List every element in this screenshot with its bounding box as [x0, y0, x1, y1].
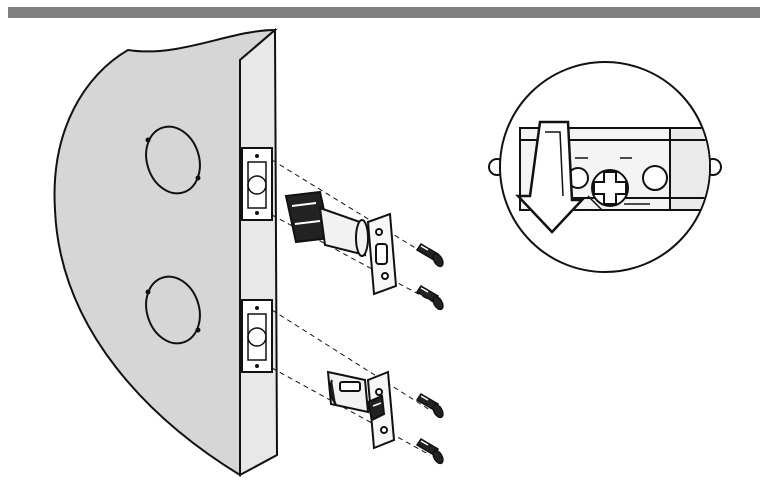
detail-callout — [488, 61, 722, 273]
upper-bore-hole — [145, 125, 201, 195]
door — [53, 27, 279, 477]
door-edge — [239, 27, 279, 477]
header-bar — [8, 7, 760, 18]
mounting-screws — [415, 242, 444, 465]
lower-bore-hole — [145, 275, 201, 345]
screw — [415, 284, 444, 311]
upper-edge-mortise — [241, 147, 273, 221]
spring-latch — [326, 370, 396, 450]
lower-edge-mortise — [241, 299, 273, 373]
screw — [415, 392, 444, 419]
deadbolt-latch — [284, 190, 398, 296]
door-face — [53, 28, 278, 477]
screw — [415, 437, 444, 465]
arrow-down-icon — [515, 120, 585, 234]
screw — [415, 242, 444, 268]
